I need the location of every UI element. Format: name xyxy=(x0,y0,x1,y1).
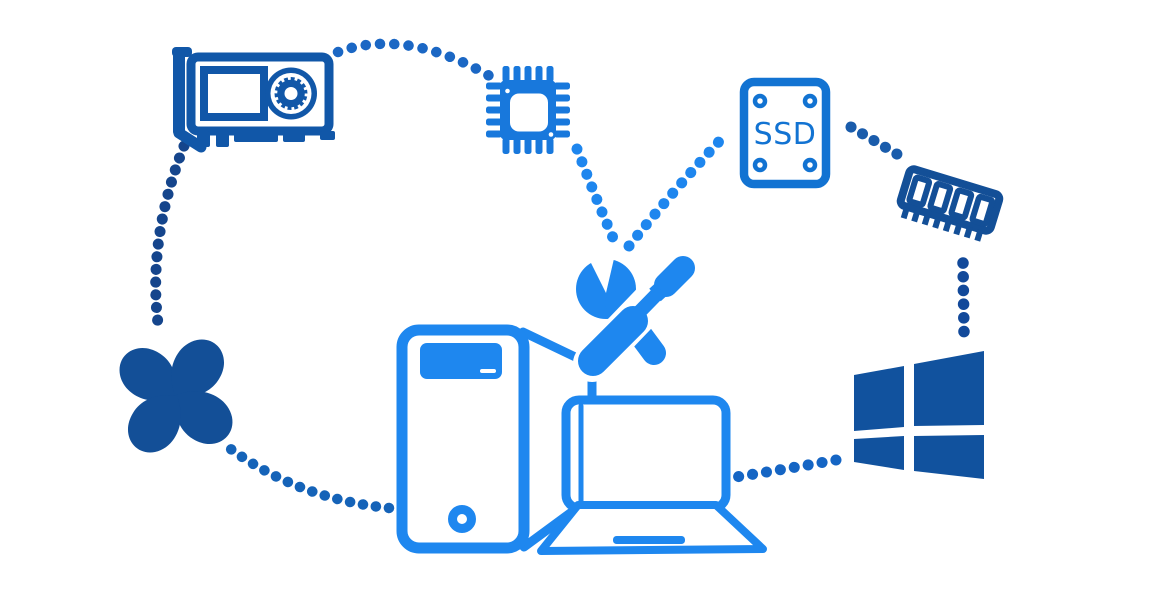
gpu-connector-pins xyxy=(197,131,335,147)
cpu-chip-icon xyxy=(486,66,570,154)
tower-power-button xyxy=(448,505,476,533)
wrench-jaw-notch xyxy=(586,250,616,293)
tower-drive-slot xyxy=(480,369,496,373)
cpu-corner-dot xyxy=(548,132,554,137)
windows-pane-bottom-right xyxy=(914,435,984,479)
connector-gpu-to-cpu xyxy=(332,38,499,84)
dotted-connectors xyxy=(150,38,970,514)
tower-body xyxy=(396,324,530,554)
ram-chips xyxy=(906,174,996,227)
gpu-heatsink xyxy=(200,66,268,121)
ssd-body xyxy=(739,77,831,189)
laptop-icon xyxy=(537,395,767,555)
connector-ram-to-windows xyxy=(957,257,970,339)
fan-blade xyxy=(175,391,233,445)
ssd-screws xyxy=(752,93,818,173)
wrench-screwdriver-icon xyxy=(573,245,706,382)
tower-drive-bay xyxy=(420,343,502,379)
windows-pane-bottom-left xyxy=(854,436,904,470)
laptop-base xyxy=(537,501,767,555)
cpu-corner-dot xyxy=(505,88,510,94)
laptop-touchpad-bar xyxy=(613,536,685,544)
ram-module-icon xyxy=(896,165,1004,242)
cooling-fan-icon xyxy=(119,339,233,453)
fan-blade xyxy=(119,347,177,401)
ram-pins xyxy=(900,206,984,242)
connector-fan-to-gpu xyxy=(150,140,190,337)
cpu-die xyxy=(510,93,548,132)
graphics-card-icon xyxy=(172,47,335,153)
screwdriver xyxy=(573,245,706,382)
fan-blade xyxy=(128,395,181,453)
gpu-fan xyxy=(265,67,317,120)
cpu-pins xyxy=(486,66,570,154)
laptop-screen xyxy=(561,395,731,513)
screwdriver-handle xyxy=(578,306,648,376)
gpu-bracket xyxy=(173,49,185,137)
screwdriver-tip xyxy=(654,256,695,297)
ssd-drive-icon: SSD xyxy=(739,77,831,189)
connector-tower-to-fan xyxy=(222,441,395,514)
windows-pane-top-right xyxy=(914,351,984,426)
connector-windows-to-laptop xyxy=(730,454,842,483)
connector-ssd-to-ram xyxy=(845,121,913,166)
windows-logo-icon xyxy=(854,351,984,479)
connector-tools-to-ssd xyxy=(623,127,733,252)
fan-blade xyxy=(171,339,224,397)
windows-pane-top-left xyxy=(854,366,904,431)
connector-cpu-to-tools xyxy=(571,143,623,253)
ssd-label: SSD xyxy=(754,117,817,152)
wrench-jaw-gap xyxy=(595,253,607,265)
